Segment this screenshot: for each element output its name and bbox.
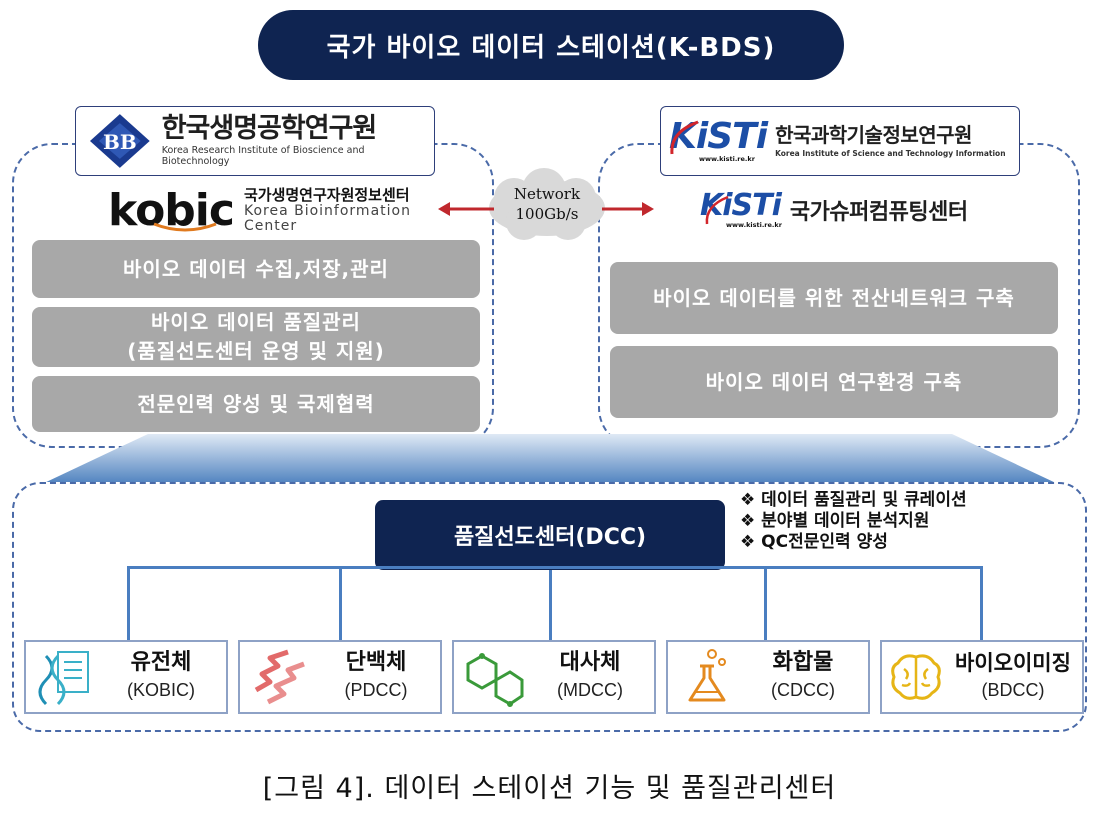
brain-icon	[891, 654, 941, 700]
kobic-name-en: Korea Bioinformation Center	[243, 202, 411, 235]
kribb-name-ko: 한국생명공학연구원	[161, 112, 378, 144]
connector-trunk	[549, 570, 552, 640]
center-box-metabolome: 대사체 (MDCC)	[452, 640, 656, 714]
kribb-logo-icon: BB	[89, 114, 150, 168]
right-function-box-1: 바이오 데이터를 위한 전산네트워크 구축	[610, 262, 1058, 334]
figure-caption: [그림 4]. 데이터 스테이션 기능 및 품질관리센터	[262, 773, 837, 804]
kisti-swoosh-small-icon	[705, 195, 729, 225]
network-cloud-icon	[489, 168, 605, 240]
connector-drop-4	[764, 566, 767, 640]
arrow-left-icon	[438, 202, 450, 216]
molecule-ring-icon	[466, 653, 524, 707]
dcc-bullet-1: ❖ 데이터 품질관리 및 큐레이션	[740, 490, 967, 510]
center-box-compound: 화합물 (CDCC)	[666, 640, 870, 714]
dcc-bullet-list: ❖ 데이터 품질관리 및 큐레이션 ❖ 분야별 데이터 분석지원 ❖ QC전문인…	[740, 492, 1080, 551]
dcc-bullet-2: ❖ 분야별 데이터 분석지원	[740, 511, 930, 531]
dcc-bullet-3: ❖ QC전문인력 양성	[740, 532, 888, 552]
kobic-logo: kobic 국가생명연구자원정보센터 Korea Bioinformation …	[108, 186, 428, 235]
kisti-wordmark: KiSTi	[669, 116, 768, 157]
dcc-label-box: 품질선도센터(DCC)	[375, 500, 725, 570]
kisti-center-name: 국가슈퍼컴퓨팅센터	[789, 200, 968, 225]
chemistry-flask-icon	[688, 649, 726, 702]
connector-drop-5	[980, 566, 983, 640]
left-function-box-3: 전문인력 양성 및 국제협력	[32, 376, 480, 432]
kisti-url: www.kisti.re.kr	[699, 155, 755, 163]
kisti-url-small: www.kisti.re.kr	[726, 221, 782, 229]
funnel-gradient	[42, 434, 1058, 484]
kobic-name-ko: 국가생명연구자원정보센터	[243, 186, 410, 205]
kisti-name-ko: 한국과학기술정보연구원	[775, 122, 972, 147]
kribb-logo-box: BB 한국생명공학연구원 Korea Research Institute of…	[75, 106, 435, 176]
center-box-genome: 유전체 (KOBIC)	[24, 640, 228, 714]
left-function-box-2: 바이오 데이터 품질관리 (품질선도센터 운영 및 지원)	[32, 307, 480, 367]
kisti-swoosh-icon	[670, 120, 699, 155]
kribb-name-en: Korea Research Institute of Bioscience a…	[161, 144, 365, 167]
protein-ribbon-icon	[254, 649, 305, 705]
center-box-protein: 단백체 (PDCC)	[238, 640, 442, 714]
kisti-supercomputing-logo: KiSTi www.kisti.re.kr 국가슈퍼컴퓨팅센터	[700, 188, 1020, 232]
network-label: Network 100Gb/s	[513, 185, 581, 224]
dna-document-icon	[38, 651, 89, 706]
center-box-bioimaging: 바이오이미징 (BDCC)	[880, 640, 1084, 714]
connector-drop-2	[339, 566, 342, 640]
kisti-logo-box: KiSTi www.kisti.re.kr 한국과학기술정보연구원 Korea …	[660, 106, 1020, 176]
right-function-box-2: 바이오 데이터 연구환경 구축	[610, 346, 1058, 418]
kobic-smile-icon	[153, 222, 217, 232]
page-title: 국가 바이오 데이터 스테이션(K-BDS)	[258, 10, 844, 80]
kisti-name-en: Korea Institute of Science and Technolog…	[775, 148, 1006, 158]
network-arrows	[438, 202, 654, 216]
left-function-box-1: 바이오 데이터 수집,저장,관리	[32, 240, 480, 298]
svg-text:BB: BB	[103, 130, 137, 154]
arrow-right-icon	[642, 202, 654, 216]
connector-drop-1	[127, 566, 130, 640]
connector-bar	[127, 566, 982, 569]
